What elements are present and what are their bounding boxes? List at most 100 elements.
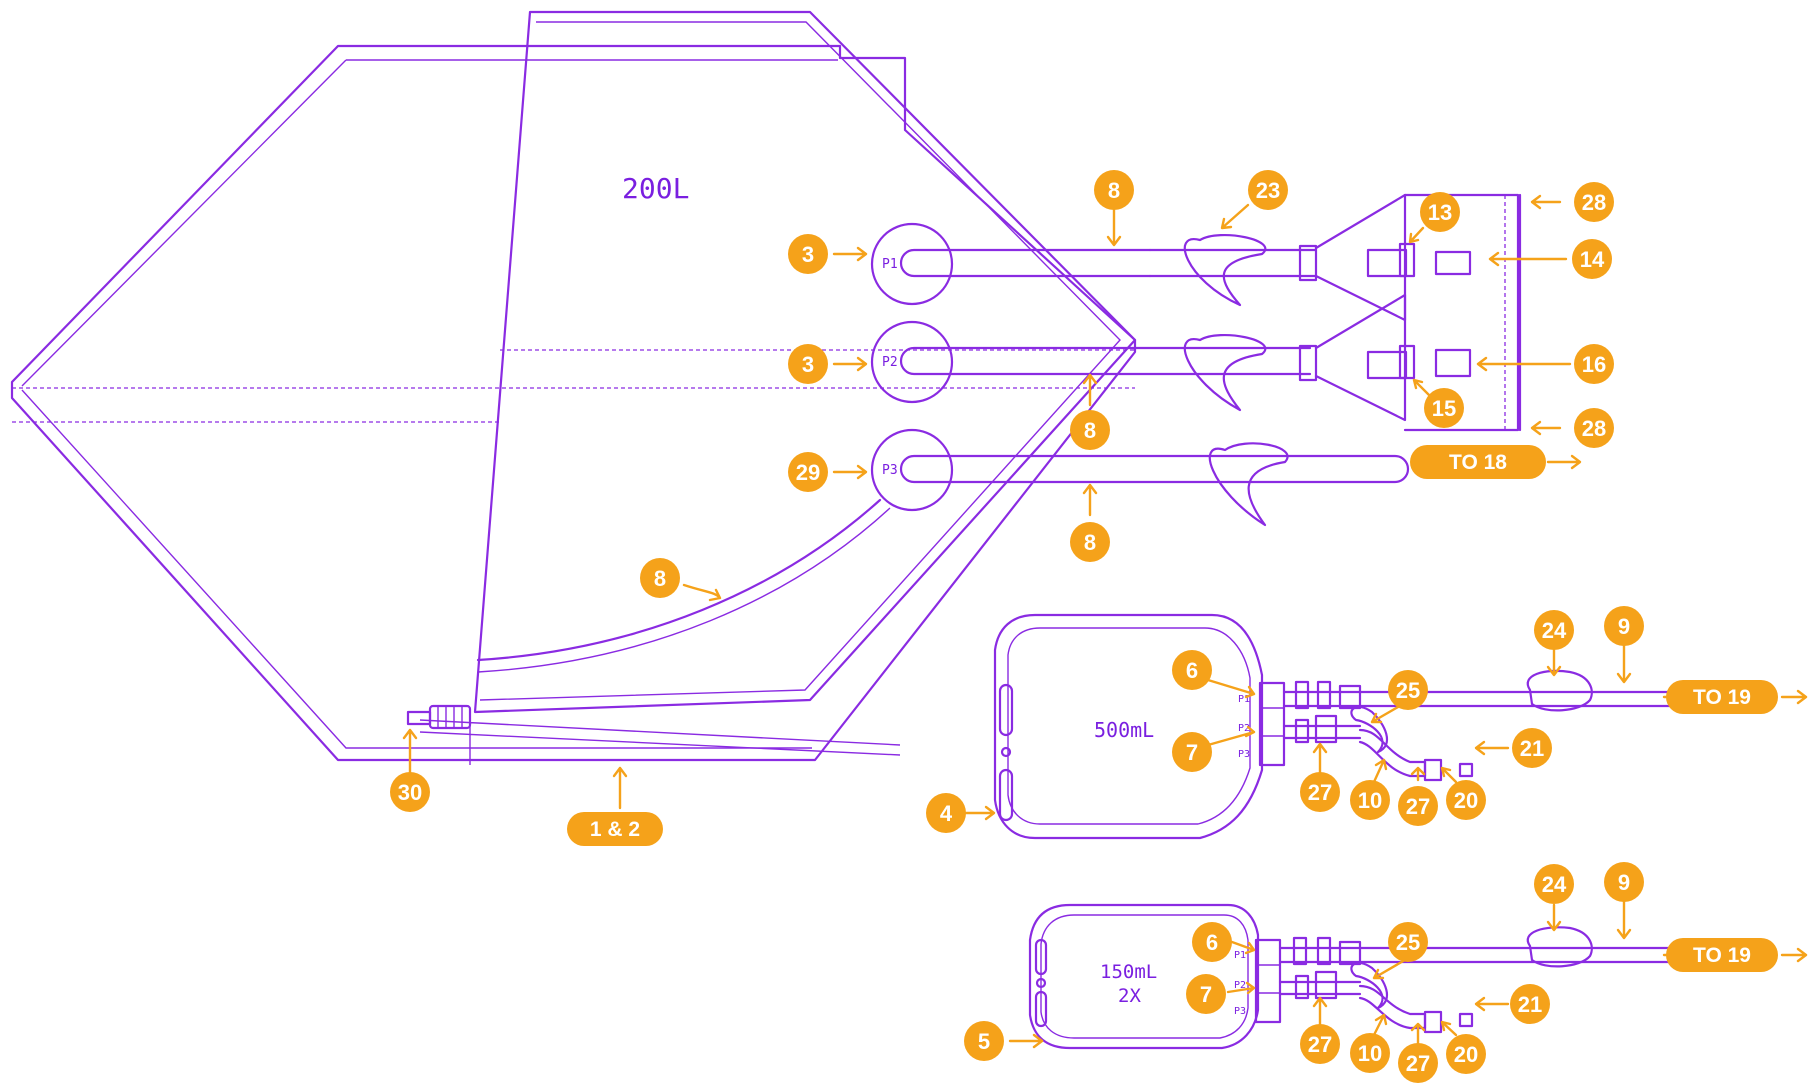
bag-200l-volume-label: 200L [622, 172, 689, 205]
bag-500ml-outline [993, 613, 1264, 840]
pinch-clamp-150ml [1350, 961, 1389, 1010]
callout-24-150ml-label: 24 [1542, 872, 1567, 897]
bag-150ml-p3-label: P3 [1234, 1006, 1246, 1017]
pill-to-19-500ml: TO 19 [1666, 680, 1778, 714]
callout-8-curve: 8 [640, 558, 680, 598]
bag-500ml-p1-label: P1 [1238, 694, 1250, 705]
callout-8-mid-label: 8 [1084, 418, 1096, 443]
callout-28-bottom: 28 [1574, 408, 1614, 448]
callout-6-150ml: 6 [1192, 922, 1232, 962]
callout-8-top: 8 [1094, 170, 1134, 210]
bag-150ml-count-label: 2X [1118, 985, 1141, 1007]
callout-15: 15 [1424, 388, 1464, 428]
pill-to-19-150ml: TO 19 [1666, 938, 1778, 972]
callout-20-500ml: 20 [1446, 780, 1486, 820]
port-p3-flange [870, 428, 954, 512]
callout-6-500ml-label: 6 [1186, 658, 1198, 683]
callout-7-150ml-label: 7 [1200, 982, 1212, 1007]
callout-4-label: 4 [940, 801, 953, 826]
pill-1-and-2: 1 & 2 [567, 812, 663, 846]
bag-150ml-p2-label: P2 [1234, 980, 1246, 991]
port-p3-label: P3 [882, 463, 898, 478]
callout-15-label: 15 [1432, 396, 1456, 421]
callout-30: 30 [390, 772, 430, 812]
callout-27-150ml-a: 27 [1300, 1024, 1340, 1064]
callout-10-500ml: 10 [1350, 780, 1390, 820]
callout-13-label: 13 [1428, 200, 1452, 225]
callout-30-label: 30 [398, 780, 422, 805]
callout-3-p2-label: 3 [802, 352, 814, 377]
bag-200l-front-panel-inner [479, 21, 1121, 701]
pill-to-19-150ml-label: TO 19 [1693, 944, 1751, 967]
bag-150ml-port-block [1254, 938, 1282, 1024]
callout-21-500ml: 21 [1512, 728, 1552, 768]
vent-sheet [1403, 193, 1520, 432]
bag-150ml-p1-label: P1 [1234, 950, 1246, 961]
callout-4: 4 [926, 793, 966, 833]
pill-to-18: TO 18 [1410, 445, 1546, 479]
callout-9-500ml-label: 9 [1618, 614, 1630, 639]
callout-8-mid: 8 [1070, 410, 1110, 450]
callout-25-150ml: 25 [1388, 922, 1428, 962]
pill-to-18-label: TO 18 [1449, 451, 1507, 474]
callout-23-label: 23 [1256, 178, 1280, 203]
callout-8-low-label: 8 [1084, 530, 1096, 555]
bag-500ml-port-block [1258, 681, 1286, 767]
pill-1-and-2-label: 1 & 2 [590, 818, 640, 841]
callout-25-150ml-label: 25 [1396, 930, 1420, 955]
callout-27-150ml-b-label: 27 [1406, 1051, 1430, 1076]
bag-200l-outline [10, 44, 1137, 762]
callout-arrows [402, 194, 1808, 1050]
callout-27-150ml-b: 27 [1398, 1043, 1438, 1083]
pinch-clamp-p3 [1208, 442, 1289, 527]
callout-8-low: 8 [1070, 522, 1110, 562]
port-p2-label: P2 [882, 355, 898, 370]
callout-24-150ml: 24 [1534, 864, 1574, 904]
bag-500ml-volume-label: 500mL [1094, 718, 1154, 742]
callout-13: 13 [1420, 192, 1460, 232]
port-p1-flange [870, 222, 954, 306]
pinch-clamp-p2 [1183, 333, 1267, 412]
callout-7-500ml: 7 [1172, 732, 1212, 772]
callout-10-150ml: 10 [1350, 1033, 1390, 1073]
callout-20-500ml-label: 20 [1454, 788, 1478, 813]
callout-3-p2: 3 [788, 344, 828, 384]
callout-6-150ml-label: 6 [1206, 930, 1218, 955]
callout-9-500ml: 9 [1604, 606, 1644, 646]
callout-27-150ml-a-label: 27 [1308, 1032, 1332, 1057]
callout-27-500ml-b-label: 27 [1406, 794, 1430, 819]
callout-8-top-label: 8 [1108, 178, 1120, 203]
callout-14: 14 [1572, 239, 1612, 279]
callout-8-curve-label: 8 [654, 566, 666, 591]
callout-5: 5 [964, 1021, 1004, 1061]
bag-500ml-p2-label: P2 [1238, 723, 1250, 734]
callout-7-500ml-label: 7 [1186, 740, 1198, 765]
filter-housing-p1 [1314, 193, 1407, 322]
callout-29-label: 29 [796, 460, 820, 485]
bag-500ml-p3-label: P3 [1238, 749, 1250, 760]
callout-3-p1: 3 [788, 234, 828, 274]
port-p2-flange [870, 320, 954, 404]
callout-10-150ml-label: 10 [1358, 1041, 1382, 1066]
callout-24-500ml: 24 [1534, 610, 1574, 650]
bag-200l-inner-outline [21, 59, 838, 749]
port-p2-assembly: P2 [870, 293, 1472, 422]
bottom-drain-port [406, 710, 432, 726]
port-p1-assembly: P1 [870, 193, 1522, 432]
pinch-clamp-500ml [1350, 705, 1389, 754]
bag-150ml-outline [1028, 903, 1260, 1050]
callout-29: 29 [788, 452, 828, 492]
bag-200l-front-panel [473, 10, 1137, 714]
pill-labels: 1 & 2 TO 18 TO 19 TO 19 [567, 445, 1778, 972]
callout-21-500ml-label: 21 [1520, 736, 1544, 761]
callout-10-500ml-label: 10 [1358, 788, 1382, 813]
callout-28-bottom-label: 28 [1582, 416, 1606, 441]
bag-200l-inner-curve [476, 498, 882, 662]
callout-27-500ml-a-label: 27 [1308, 780, 1332, 805]
callout-25-500ml: 25 [1388, 670, 1428, 710]
callout-9-150ml: 9 [1604, 862, 1644, 902]
callout-27-500ml-a: 27 [1300, 772, 1340, 812]
port-p1-label: P1 [882, 257, 898, 272]
callout-25-500ml-label: 25 [1396, 678, 1420, 703]
